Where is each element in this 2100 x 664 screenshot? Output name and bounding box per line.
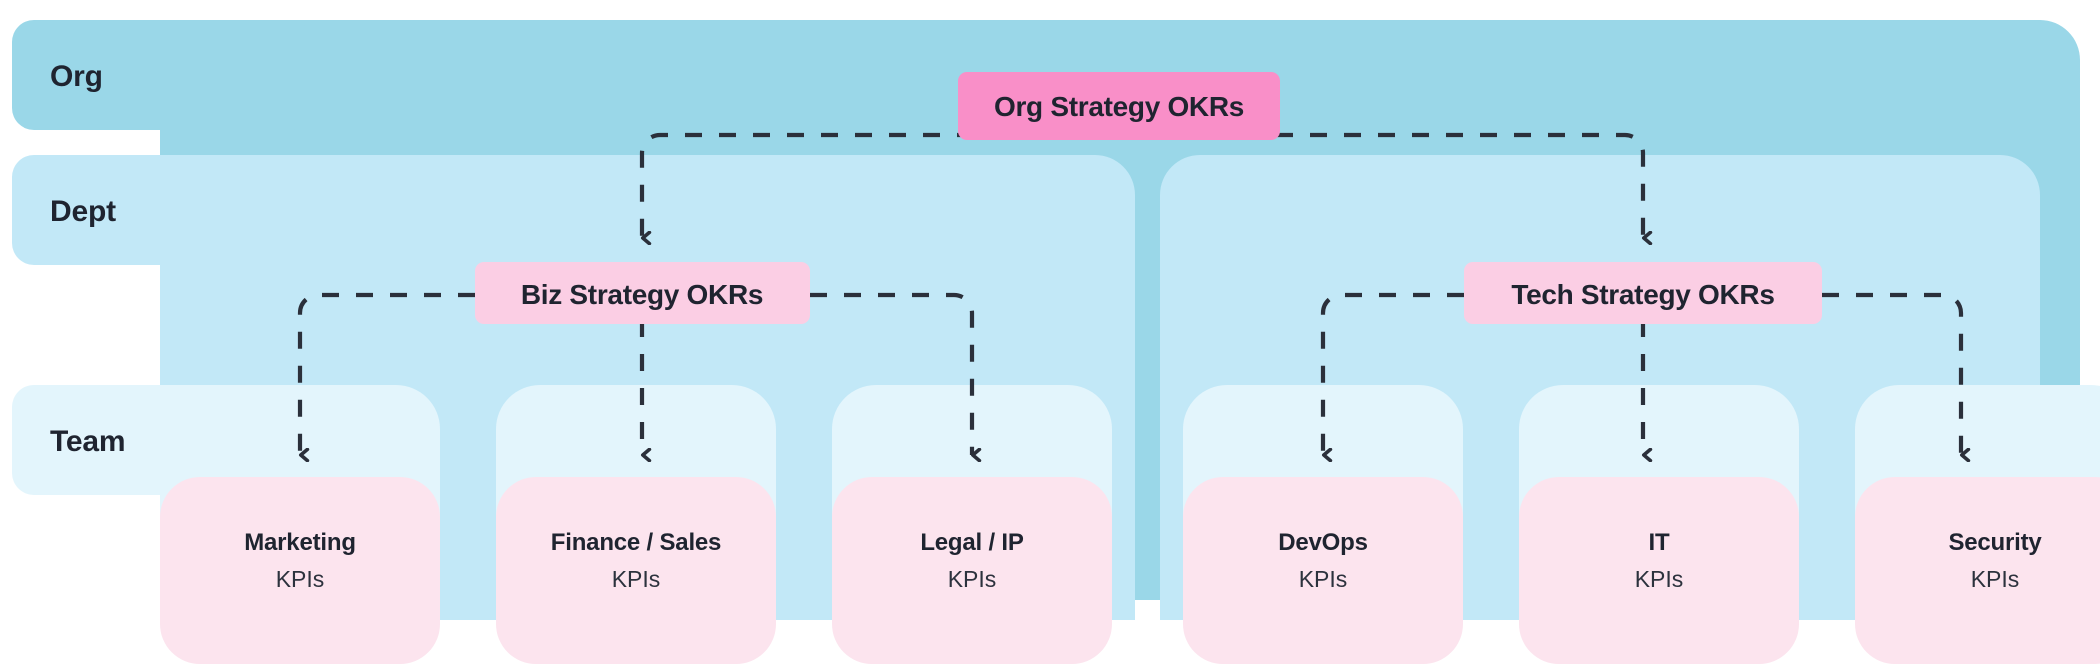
edge-org-to-tech xyxy=(1140,132,1643,238)
team-subtitle-legal: KPIs xyxy=(947,566,997,592)
node-label-biz[interactable]: Biz Strategy OKRs xyxy=(520,279,764,310)
team-title-it[interactable]: IT xyxy=(1648,529,1670,556)
team-node-shapes xyxy=(160,477,2100,664)
lane-label-dept: Dept xyxy=(50,195,116,228)
lane-label-org: Org xyxy=(50,60,103,93)
node-label-org[interactable]: Org Strategy OKRs xyxy=(993,91,1245,122)
team-node-security xyxy=(1855,477,2100,664)
lane-label-team: Team xyxy=(50,425,126,458)
team-subtitle-security: KPIs xyxy=(1970,566,2020,592)
team-node-finance xyxy=(496,477,776,664)
edge-tech-to-security xyxy=(1822,292,1961,455)
team-subtitle-marketing: KPIs xyxy=(275,566,325,592)
node-shape-tech xyxy=(1464,262,1822,324)
connector-edges xyxy=(297,132,1961,455)
edge-org-to-biz xyxy=(639,132,1110,238)
team-node-legal xyxy=(832,477,1112,664)
lane-dept-tab xyxy=(12,155,312,265)
team-node-marketing xyxy=(160,477,440,664)
strategy-node-shapes xyxy=(475,72,1822,324)
edge-biz-to-marketing xyxy=(297,292,475,455)
lane-org-tab xyxy=(12,20,312,130)
team-subtitle-devops: KPIs xyxy=(1298,566,1348,592)
team-node-it xyxy=(1519,477,1799,664)
team-title-devops[interactable]: DevOps xyxy=(1278,529,1368,556)
node-label-tech[interactable]: Tech Strategy OKRs xyxy=(1511,279,1775,310)
node-shape-biz xyxy=(475,262,810,324)
team-subtitle-it: KPIs xyxy=(1634,566,1684,592)
lane-team-tab xyxy=(12,385,312,495)
team-title-marketing[interactable]: Marketing xyxy=(244,529,356,556)
edge-tech-to-devops xyxy=(1320,292,1464,455)
team-title-security[interactable]: Security xyxy=(1948,529,2042,556)
team-title-legal[interactable]: Legal / IP xyxy=(920,529,1024,556)
team-node-devops xyxy=(1183,477,1463,664)
edge-biz-to-legal xyxy=(810,292,972,455)
node-shape-org xyxy=(958,72,1280,140)
team-subtitle-finance: KPIs xyxy=(611,566,661,592)
team-title-finance[interactable]: Finance / Sales xyxy=(550,529,722,556)
